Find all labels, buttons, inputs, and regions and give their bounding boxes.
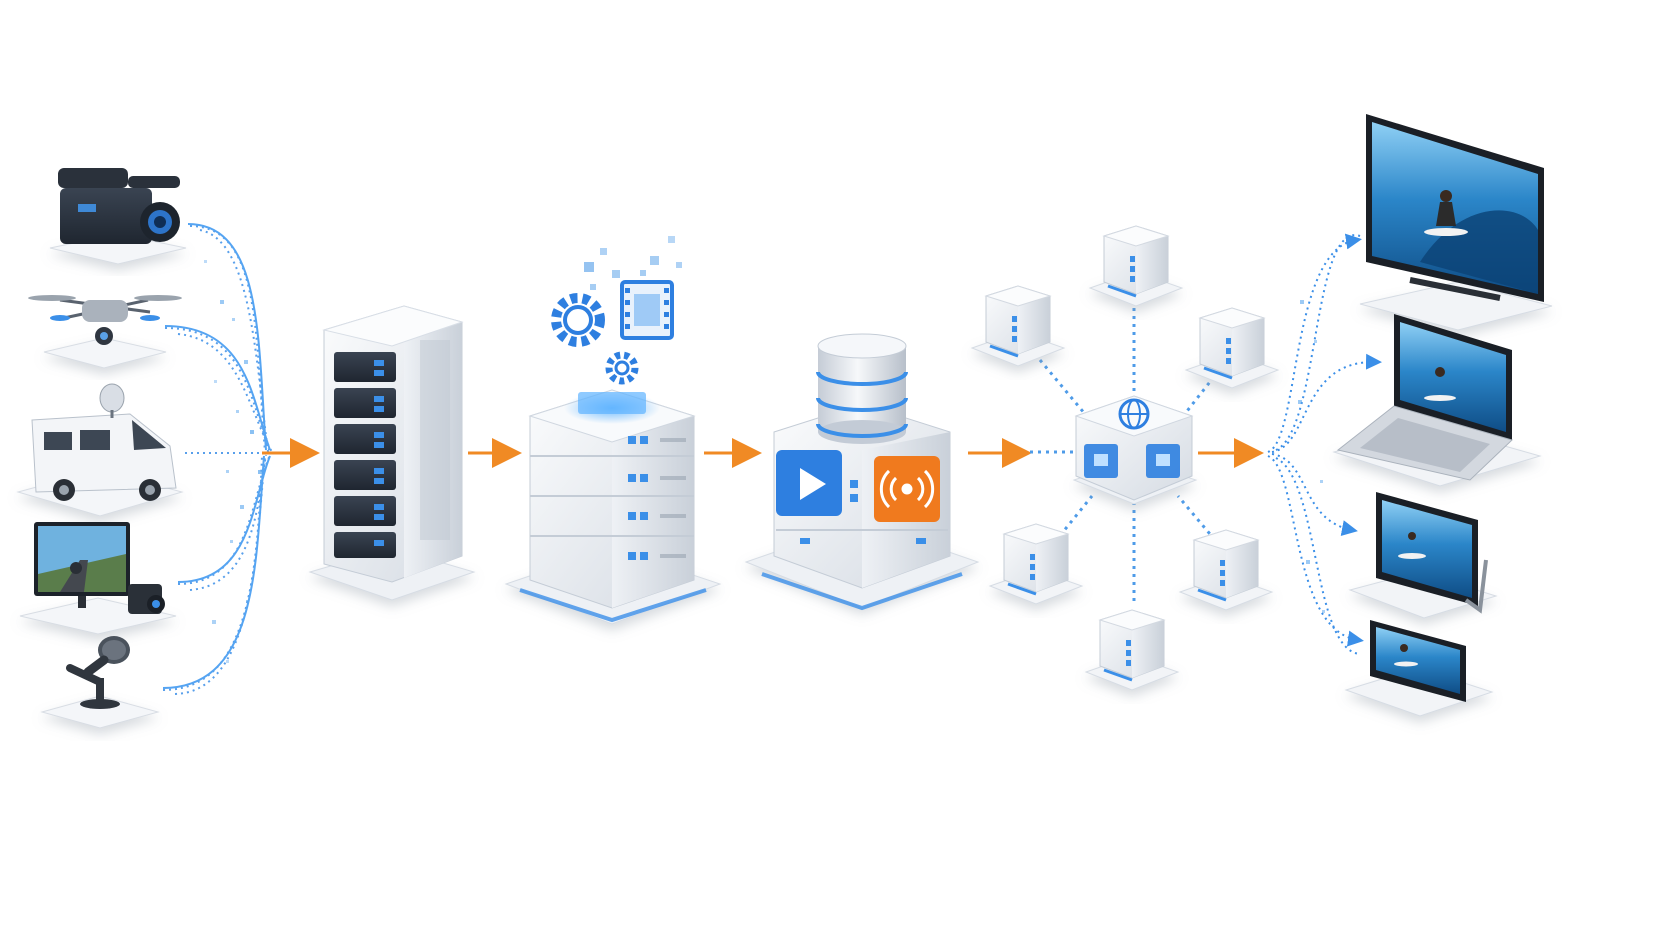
broadcast-icon [879,469,935,509]
edge-nodes [970,225,1280,691]
laptop-icon [1336,314,1513,481]
edge-node-led [1130,256,1135,262]
satellite-van-icon [31,383,177,501]
edge-node-led [1130,276,1135,282]
storage-origin-server [744,333,980,611]
edge-node-led [1226,358,1231,364]
gear-icon [551,293,639,385]
rack-leds [374,360,384,546]
video-panel [776,450,842,516]
edge-node-led [1226,348,1231,354]
edge-node-led [1226,338,1231,344]
edge-node-led [1030,554,1035,560]
cdn-edge-node [1178,529,1274,611]
television-device [1359,114,1553,331]
film-strip-icon [620,280,674,340]
edge-node-led [1220,560,1225,566]
cdn-hub [1072,395,1198,505]
source-flow-lines [162,225,290,695]
cdn-edge-node [970,285,1066,367]
edge-node-led [1126,660,1131,666]
smartphone-icon [1370,620,1466,702]
device-flow-lines [1267,233,1382,655]
edge-node-led [1012,316,1017,322]
cdn-edge-node [1184,307,1280,389]
edge-node-led [1130,266,1135,272]
source-flow-solid [162,223,271,689]
broadcast-panel [874,456,940,522]
digital-particles [584,236,682,290]
microphone-source [40,636,160,729]
edge-node-led [1220,580,1225,586]
edge-node-led [1220,570,1225,576]
video-camera-icon [128,584,165,614]
cdn-edge-node [1088,225,1184,307]
studio-monitor-icon [34,522,130,608]
satellite-van-source [16,383,184,517]
edge-node-led [1012,326,1017,332]
drone-source [28,295,182,369]
laptop-device [1332,314,1542,487]
edge-node-led [1126,640,1131,646]
tablet-icon [1376,492,1488,614]
server-stack [528,389,696,609]
pixel-stream [204,260,262,663]
database-cylinder [816,333,908,444]
edge-node-led [1126,650,1131,656]
camcorder-icon [58,168,180,244]
transcoding-server [504,236,722,625]
camcorder-source [49,168,187,265]
edge-node-led [1030,574,1035,580]
television-icon [1366,114,1544,302]
edge-node-led [1012,336,1017,342]
edge-node-led [1030,564,1035,570]
cdn-edge-node [988,523,1084,605]
cdn-edge-node [1084,609,1180,691]
device-pixel-stream [1298,300,1325,613]
smartphone-device [1344,620,1494,717]
tablet-device [1348,492,1498,619]
ingest-server-rack [308,305,476,601]
studio-source [19,522,177,635]
microphone-icon [66,636,130,709]
play-icon [800,468,826,500]
globe-icon [1118,398,1150,430]
vent-grille [420,340,450,540]
